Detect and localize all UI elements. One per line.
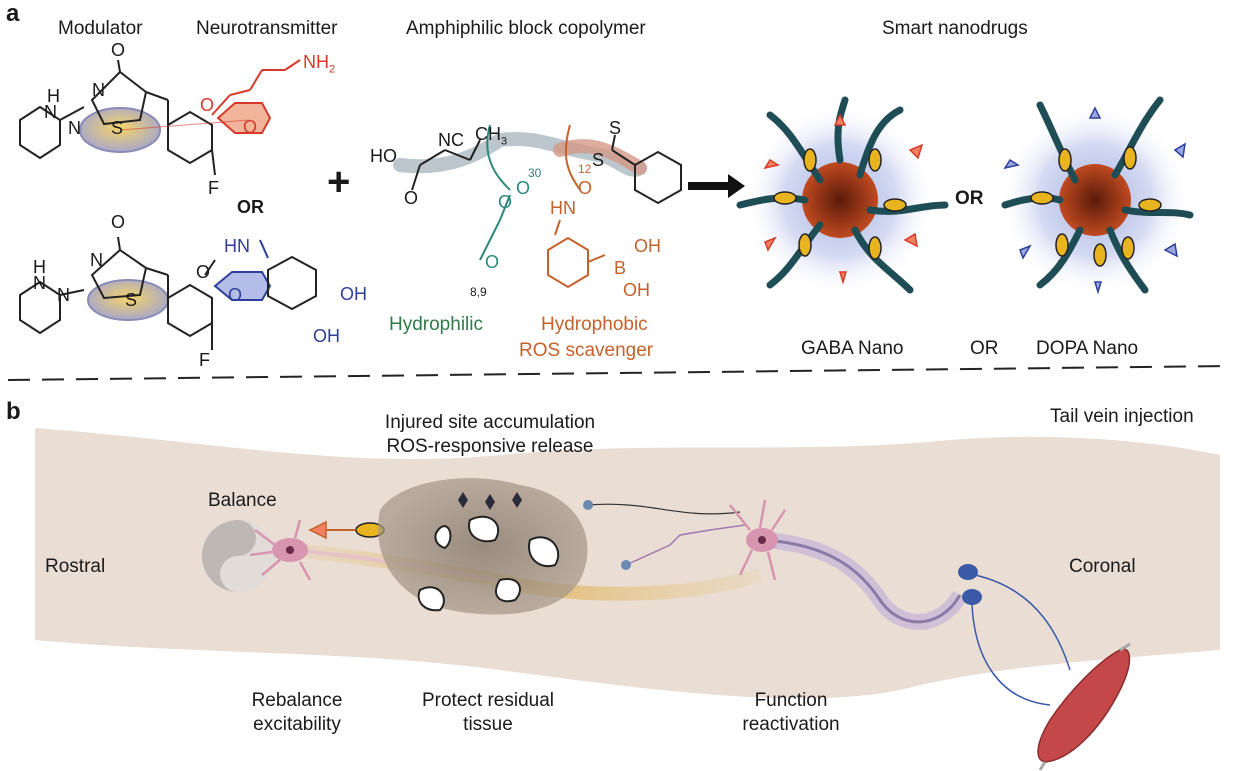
chem-n-top: N: [92, 80, 105, 100]
chem-o-ester-top: O: [200, 95, 215, 115]
excitability-label: excitability: [253, 714, 341, 735]
balance-label: Balance: [208, 490, 277, 511]
chem-n-link-bottom: N: [57, 285, 70, 305]
copolymer-header: Amphiphilic block copolymer: [406, 18, 646, 39]
chem-nh2: NH2: [303, 52, 336, 76]
chem-n30: 30: [528, 166, 542, 180]
chem-ch3: CH3: [475, 124, 508, 148]
chem-ho: HO: [370, 146, 397, 166]
chem-o-peg-end: O: [485, 252, 500, 272]
neuron-right: [729, 499, 967, 630]
chem-o-carbonyl-bottom: O: [228, 285, 243, 305]
chem-o-peg2: O: [498, 192, 513, 212]
chem-h-top: H: [47, 86, 60, 106]
protect-label: Protect residual: [421, 690, 555, 711]
chem-n89: 8,9: [470, 285, 487, 299]
gaba-ester-group: [119, 59, 301, 134]
chem-boh-1: OH: [634, 236, 661, 256]
chem-o-amide: O: [578, 178, 593, 198]
modulator-header: Modulator: [58, 18, 143, 39]
chem-hn-amide: HN: [550, 198, 576, 218]
chem-hn-bottom: HN: [224, 236, 250, 256]
connecting-axons: [583, 500, 746, 570]
chem-n-ring-bottom: N: [33, 273, 46, 293]
or-label-bottom: OR: [970, 338, 999, 359]
chem-n-bottom: N: [90, 250, 103, 270]
release-arrow-icon: [308, 520, 385, 540]
lesion-site: [378, 478, 588, 615]
coronal-label: Coronal: [1069, 556, 1136, 577]
chem-s-top: S: [111, 118, 124, 138]
hydrophilic-label: Hydrophilic: [389, 314, 483, 335]
or-between-nanos: OR: [955, 188, 984, 209]
chem-o-top: O: [111, 40, 126, 60]
yin-yang-icon: [202, 520, 274, 592]
neurotransmitter-header: Neurotransmitter: [196, 18, 338, 39]
rostral-label: Rostral: [45, 556, 106, 577]
chem-o-acid: O: [404, 188, 419, 208]
chem-f-top: F: [208, 178, 219, 198]
dopa-ester-group: [204, 239, 317, 311]
injured-site-label: Injured site accumulation: [384, 412, 596, 433]
chem-o-carbonyl-top: O: [243, 117, 258, 137]
chem-o-bottom: O: [111, 212, 126, 232]
chem-o-ester-bottom: O: [196, 262, 211, 282]
muscle-icon: [1037, 642, 1131, 771]
reaction-arrow: [688, 174, 745, 198]
chem-h-bottom: H: [33, 257, 46, 277]
chem-s-thio: S: [609, 118, 622, 138]
function-label: Function: [754, 690, 828, 711]
chem-or-middle: OR: [237, 197, 264, 217]
panel-b-label: b: [6, 398, 21, 425]
gaba-nano-particle: [736, 96, 949, 295]
dopa-nano-label: DOPA Nano: [1036, 338, 1139, 359]
chem-oh-1: OH: [340, 284, 367, 304]
chem-oh-2: OH: [313, 326, 340, 346]
reactivation-label: reactivation: [742, 714, 840, 735]
chem-o-peg1: O: [516, 178, 531, 198]
chem-n-link-top: N: [68, 118, 81, 138]
hydrophobic-label: Hydrophobic: [541, 314, 648, 335]
panel-divider: [7, 365, 1231, 381]
tail-vein-label: Tail vein injection: [1050, 406, 1194, 427]
tissue-label: tissue: [463, 714, 513, 735]
chem-b: B: [614, 258, 627, 278]
nanodrugs-header: Smart nanodrugs: [882, 18, 1028, 39]
modulator-bottom-structure: [19, 236, 213, 350]
chem-s-bottom: S: [125, 290, 138, 310]
chem-s-thio2: S: [592, 150, 605, 170]
chem-nc: NC: [438, 130, 464, 150]
plus-sign: +: [327, 160, 351, 204]
chem-n12: 12: [578, 162, 592, 176]
chem-f-bottom: F: [199, 350, 210, 370]
gaba-nano-label: GABA Nano: [801, 338, 904, 359]
chem-n-ring-top: N: [44, 102, 57, 122]
ros-scavenger-label: ROS scavenger: [519, 340, 654, 361]
chem-boh-2: OH: [623, 280, 650, 300]
motor-connection: [958, 564, 1071, 706]
rebalance-label: Rebalance: [251, 690, 343, 711]
panel-a-label: a: [6, 0, 20, 27]
ros-release-label: ROS-responsive release: [386, 436, 594, 457]
dopa-nano-particle: [1000, 96, 1194, 295]
copolymer-structure: [393, 124, 682, 289]
modulator-top-structure: [19, 59, 216, 176]
